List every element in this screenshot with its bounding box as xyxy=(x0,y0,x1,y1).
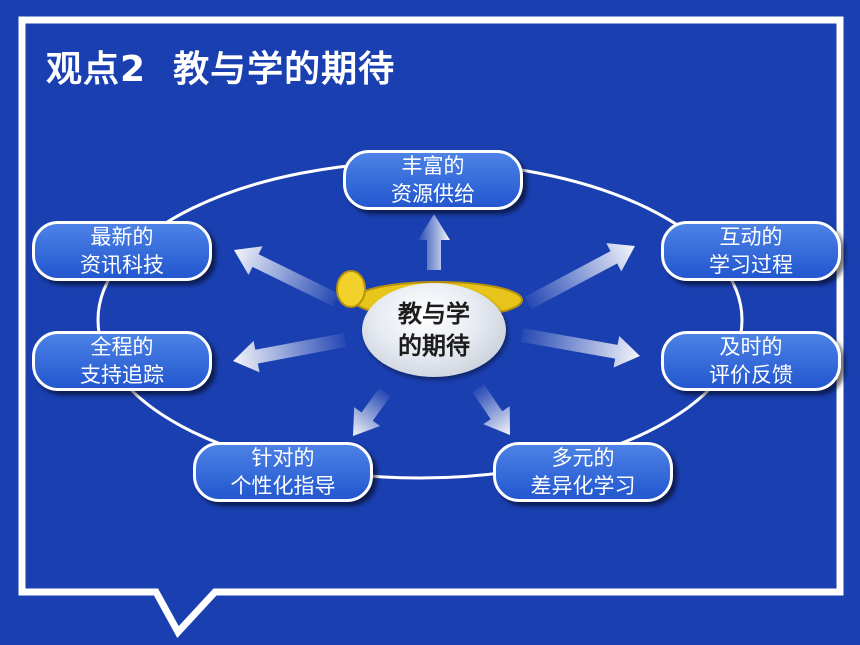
node-timely-feedback: 及时的 评价反馈 xyxy=(661,331,841,391)
node-label-line2: 资源供给 xyxy=(391,182,475,206)
node-label-line2: 支持追踪 xyxy=(80,363,164,387)
node-label-line1: 多元的 xyxy=(551,446,615,470)
node-interactive-learning: 互动的 学习过程 xyxy=(661,221,841,281)
arrow-left xyxy=(233,333,347,373)
node-differentiated-learning: 多元的 差异化学习 xyxy=(493,442,673,502)
arrow-upper-right xyxy=(524,243,635,310)
center-label-line1: 教与学 xyxy=(398,300,470,328)
node-label-line1: 及时的 xyxy=(719,335,783,359)
node-personalized-guidance: 针对的 个性化指导 xyxy=(193,442,373,502)
node-label-line1: 最新的 xyxy=(90,225,154,249)
node-label-line1: 互动的 xyxy=(719,225,783,249)
speech-bubble-frame xyxy=(18,16,844,638)
node-label-line2: 学习过程 xyxy=(709,253,793,277)
node-label-line1: 全程的 xyxy=(90,335,154,359)
arrow-upper-left xyxy=(233,246,340,307)
arrow-lower-left xyxy=(352,387,391,437)
node-label-line1: 针对的 xyxy=(251,446,315,470)
node-label-line2: 差异化学习 xyxy=(530,474,636,498)
node-label-line2: 个性化指导 xyxy=(230,474,336,498)
node-resource-supply: 丰富的 资源供给 xyxy=(343,150,523,210)
arrow-lower-right xyxy=(472,384,510,435)
center-ring-knob xyxy=(336,270,366,308)
arrow-right xyxy=(520,328,641,368)
page-title: 观点2 教与学的期待 xyxy=(46,49,396,90)
center-ellipse: 教与学 的期待 xyxy=(362,283,506,377)
arrow-up xyxy=(418,214,450,270)
node-latest-technology: 最新的 资讯科技 xyxy=(32,221,212,281)
node-label-line2: 资讯科技 xyxy=(80,253,164,277)
node-label-line2: 评价反馈 xyxy=(709,363,793,387)
center-label-line2: 的期待 xyxy=(398,332,470,360)
node-label-line1: 丰富的 xyxy=(401,154,465,178)
node-full-support-tracking: 全程的 支持追踪 xyxy=(32,331,212,391)
